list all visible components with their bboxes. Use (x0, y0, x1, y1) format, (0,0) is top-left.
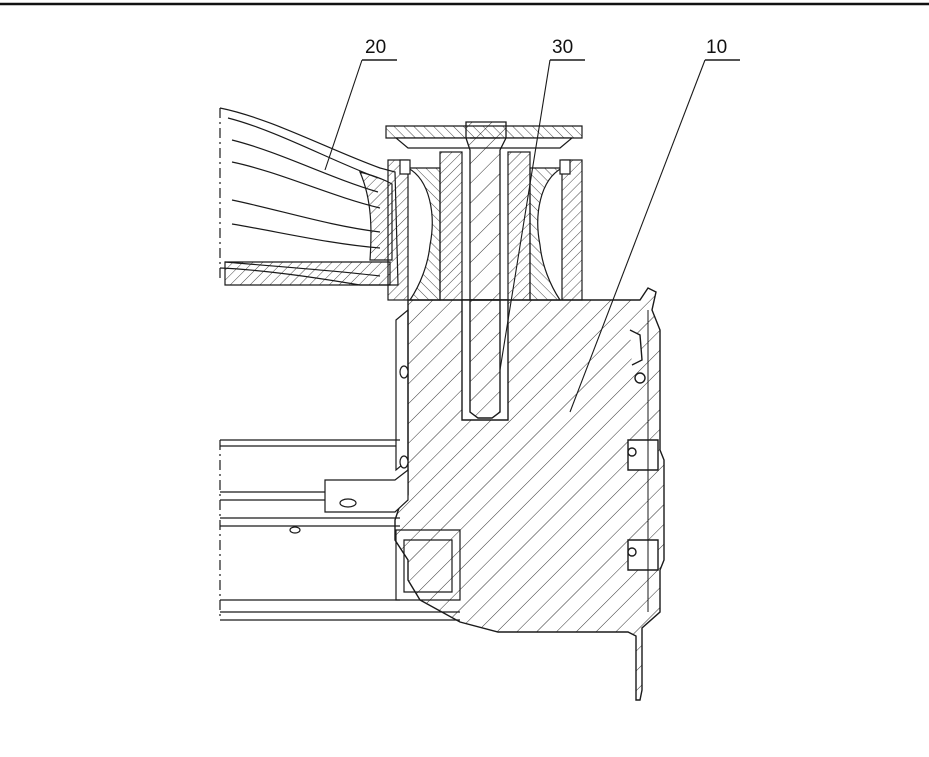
bushing-assembly (385, 125, 583, 301)
ref-label-30: 30 (552, 37, 574, 58)
leader-line-10 (569, 59, 706, 413)
ref-label-10: 10 (706, 37, 728, 58)
body-part-10 (394, 287, 665, 701)
leader-line-30 (499, 59, 551, 371)
lower-subframe (219, 308, 461, 621)
leader-lines (324, 59, 740, 413)
leader-line-20 (324, 59, 363, 171)
arm-part-20 (219, 107, 399, 286)
ref-label-20: 20 (365, 37, 387, 58)
